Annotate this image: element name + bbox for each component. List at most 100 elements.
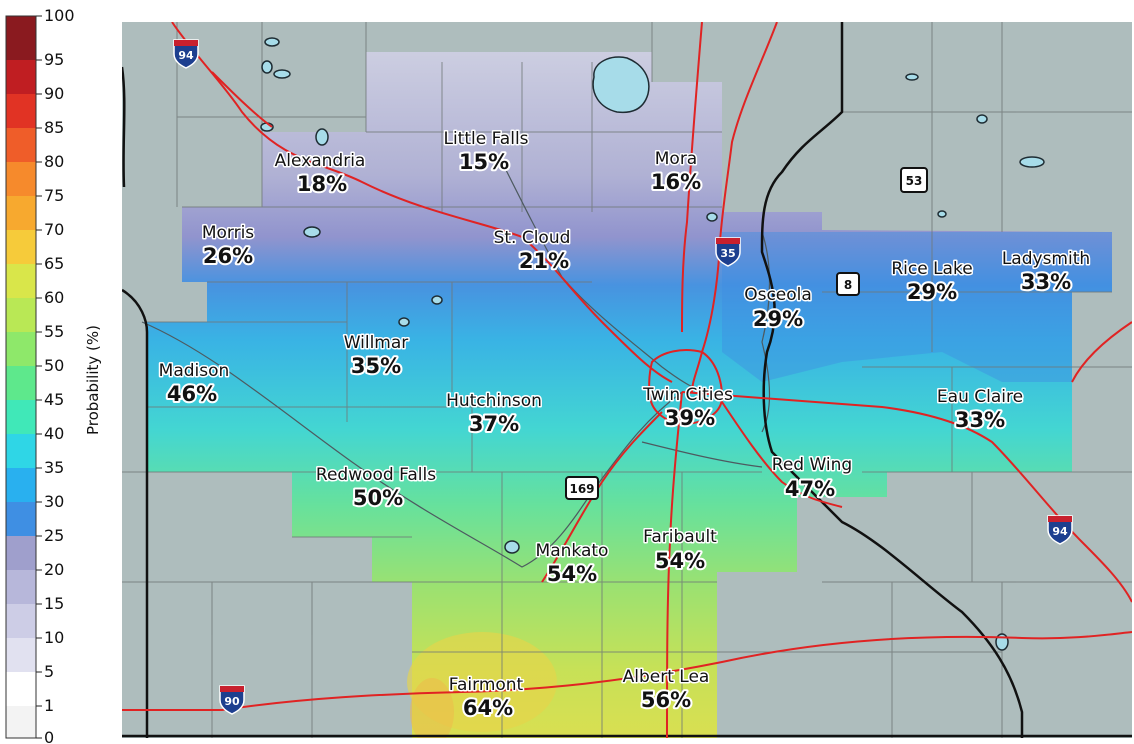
tick-label: 60 (44, 288, 64, 307)
highway-us61 (721, 401, 843, 508)
tick-label: 40 (44, 424, 64, 443)
highway-us10 (681, 22, 703, 333)
city-probability: 16% (651, 170, 701, 194)
tick-label: 1 (44, 696, 54, 715)
interstate-shield-icon (219, 685, 245, 715)
mille-lacs-lake (592, 56, 650, 114)
city-probability: 35% (351, 354, 401, 378)
city-label-madison: Madison 46% (157, 360, 231, 409)
city-probability: 29% (753, 307, 803, 331)
shield-us53: 53 (900, 167, 928, 193)
city-label-rice-lake: Rice Lake 29% (890, 258, 974, 307)
us-shield-icon (565, 476, 599, 500)
shield-number: 90 (224, 695, 240, 708)
city-label-eau-claire: Eau Claire 33% (935, 386, 1024, 435)
city-label-fairmont: Fairmont 64% (447, 674, 525, 723)
tick-label: 90 (44, 84, 64, 103)
interstate-shield-top-icon (220, 686, 244, 692)
swatch-8 (6, 434, 36, 468)
blue-band-east (722, 232, 1112, 382)
tick-label: 45 (44, 390, 64, 409)
city-name: Hutchinson (446, 391, 542, 411)
swatch-9 (6, 400, 36, 434)
city-name: Faribault (643, 527, 717, 547)
city-label-willmar: Willmar 35% (342, 332, 410, 381)
city-name: Fairmont (449, 675, 524, 695)
swatch-12 (6, 298, 36, 332)
tick-label: 95 (44, 50, 64, 69)
us-shield-icon (900, 167, 928, 193)
city-probability: 50% (353, 486, 403, 510)
city-name: Twin Cities (642, 385, 733, 405)
highway-us53 (1071, 321, 1132, 383)
highway-i94-east (681, 391, 1132, 603)
swatch-3 (6, 604, 36, 638)
lake (261, 60, 273, 74)
probability-map: 94 35 94 90 53 8 169 Little Falls 15% Al… (122, 22, 1132, 738)
mn-sd-border-south (122, 288, 149, 738)
lake (1019, 156, 1045, 168)
city-label-twin-cities: Twin Cities 39% (641, 384, 735, 433)
tick-label: 55 (44, 322, 64, 341)
city-label-faribault: Faribault 54% (642, 526, 719, 576)
city-name: Red Wing (772, 455, 852, 475)
tick-label: 10 (44, 628, 64, 647)
city-label-hutchinson: Hutchinson 37% (445, 390, 544, 439)
shield-number: 94 (1052, 525, 1068, 538)
city-label-little-falls: Little Falls 15% (442, 128, 530, 177)
tick-label: 80 (44, 152, 64, 171)
highway-i35-south (666, 391, 683, 738)
highway-metro-ring (648, 349, 724, 426)
swatch-16 (6, 162, 36, 196)
city-name: Willmar (344, 333, 409, 353)
city-name: St. Cloud (494, 228, 571, 248)
tick-label: 65 (44, 254, 64, 273)
city-name: Osceola (744, 285, 812, 305)
shield-us169: 169 (565, 476, 599, 500)
state-borders (122, 22, 1132, 738)
tick-label: 30 (44, 492, 64, 511)
lake (706, 212, 718, 222)
city-probability: 64% (463, 696, 513, 720)
lake (303, 226, 321, 238)
lakes (260, 37, 1045, 651)
city-name: Rice Lake (891, 259, 972, 279)
shield-number: 35 (720, 247, 735, 260)
city-probability: 54% (655, 549, 705, 573)
city-probability: 33% (955, 408, 1005, 432)
city-probability: 18% (297, 172, 347, 196)
swatch-18 (6, 94, 36, 128)
colorbar-tick-labels: 0 1 5 10 15 20 25 30 35 40 45 50 55 60 6… (44, 6, 75, 744)
colorbar-frame (5, 15, 37, 739)
swatch-7 (6, 468, 36, 502)
city-name: Redwood Falls (316, 465, 436, 485)
city-probability: 21% (519, 249, 569, 273)
lake (273, 69, 291, 79)
highway-i90 (122, 631, 1132, 711)
tick-label: 20 (44, 560, 64, 579)
cannon-river (641, 441, 763, 468)
st-croix-river (761, 231, 771, 433)
city-probability: 39% (665, 406, 715, 430)
tick-label: 25 (44, 526, 64, 545)
city-name: Ladysmith (1002, 249, 1090, 269)
minnesota-river (141, 321, 683, 568)
tick-label: 75 (44, 186, 64, 205)
shield-number: 8 (844, 278, 852, 292)
interstate-shield-icon (173, 39, 199, 69)
swatch-2 (6, 638, 36, 672)
city-probability: 33% (1021, 270, 1071, 294)
swatch-5 (6, 536, 36, 570)
swatch-11 (6, 332, 36, 366)
interstate-shield-top-icon (1048, 516, 1072, 522)
colorbar-title: Probability (%) (84, 325, 102, 435)
interstate-shield-top-icon (716, 238, 740, 244)
city-label-albert-lea: Albert Lea 56% (621, 666, 711, 715)
city-name: Mora (655, 149, 697, 169)
swatch-20 (6, 16, 36, 60)
swatch-6 (6, 502, 36, 536)
city-label-alexandria: Alexandria 18% (273, 150, 367, 199)
city-probability: 26% (203, 244, 253, 268)
city-probability: 29% (907, 280, 957, 304)
us-shield-icon (836, 272, 860, 296)
